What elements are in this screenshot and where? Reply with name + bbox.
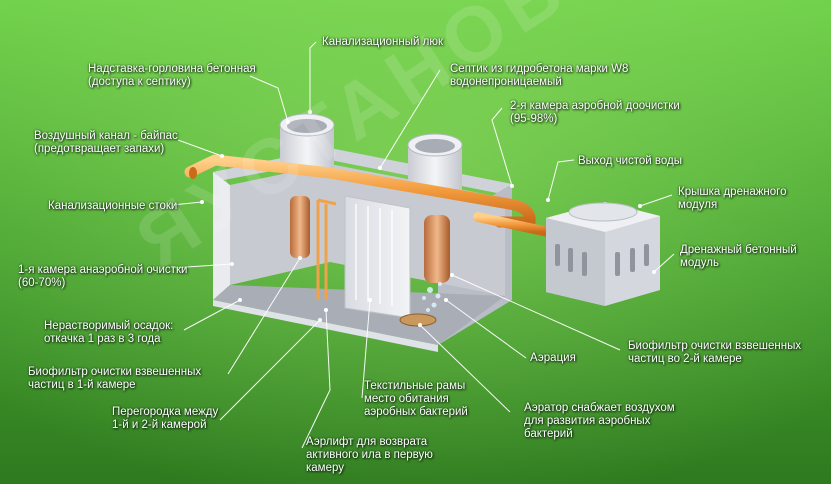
label-sewage-inlet: Канализационные стоки — [48, 200, 178, 212]
label-second-chamber: 2-я камера аэробной доочистки (95-98%) — [510, 100, 680, 125]
label-sediment: Нерастворимый осадок: откачка 1 раз в 3 … — [44, 320, 174, 345]
aerator — [399, 313, 437, 327]
neck-cylinder-left — [279, 113, 335, 173]
leader-lines — [171, 41, 675, 449]
biofilter-first — [290, 196, 310, 258]
inlet-pipe-end — [189, 167, 197, 179]
label-neck: Надставка-горловина бетонная (доступа к … — [88, 63, 256, 88]
label-airlift: Аэрлифт для возврата активного ила в пер… — [306, 436, 433, 474]
label-aeration: Аэрация — [530, 352, 576, 364]
label-drain-module: Дренажный бетонный модуль — [680, 244, 797, 269]
tank-front-wall — [213, 300, 438, 352]
tank-floor — [213, 285, 505, 345]
label-bypass: Воздушный канал - байпас (предотвращает … — [34, 130, 178, 155]
label-clean-water-out: Выход чистой воды — [578, 155, 683, 167]
outlet-pipe — [473, 212, 553, 237]
label-biofilter-first: Биофильтр очистки взвешенных частиц в 1-… — [28, 366, 202, 391]
label-first-chamber: 1-я камера анаэробной очистки (60-70%) — [18, 264, 188, 289]
label-partition: Перегородка между 1-й и 2-й камерой — [112, 406, 219, 431]
aeration-bubbles — [422, 282, 442, 312]
airlift-pipe — [316, 198, 337, 300]
leader-dots — [200, 110, 656, 327]
label-aerator: Аэратор снабжает воздухом для развития а… — [524, 402, 675, 440]
label-drain-cover: Крышка дренажного модуля — [678, 186, 787, 211]
label-hatch: Канализационный люк — [322, 36, 444, 48]
textile-frames — [355, 204, 393, 306]
label-textile-frames: Текстильные рамы место обитания аэробных… — [364, 380, 468, 418]
partition-wall — [344, 195, 411, 319]
biofilter-second — [424, 215, 450, 283]
label-septic-material: Септик из гидробетона марки W8 водонепро… — [450, 63, 629, 88]
tank-left-wall — [213, 172, 230, 300]
bypass-pipe — [184, 154, 536, 228]
drainage-module — [546, 202, 660, 306]
label-biofilter-second: Биофильтр очистки взвешенных частиц во 2… — [628, 340, 802, 365]
